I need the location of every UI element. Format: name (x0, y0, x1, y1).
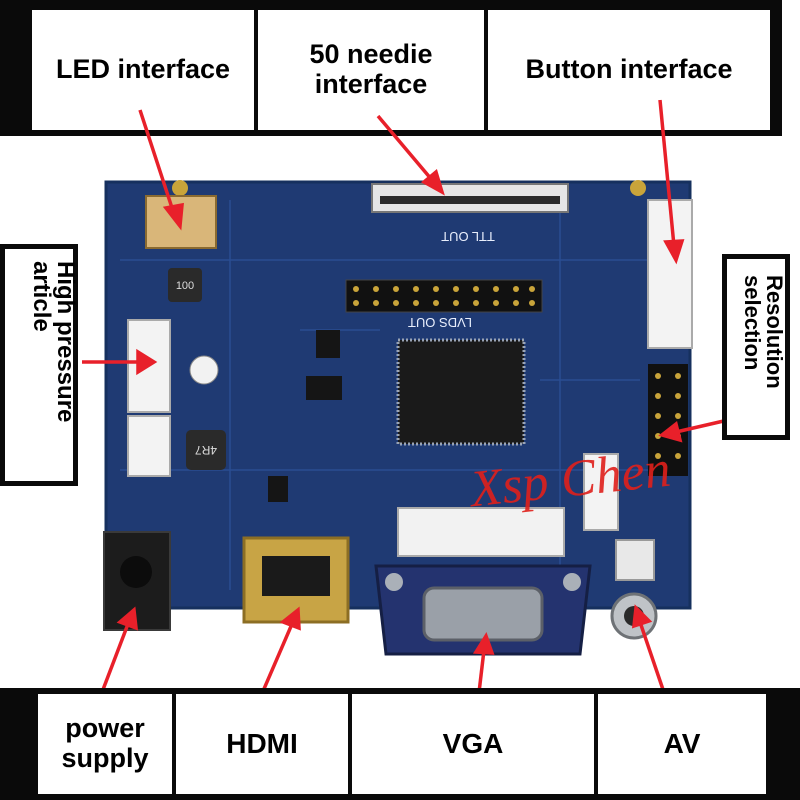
needle-interface-label: 50 needie interface (258, 10, 484, 130)
keypad-connector (583, 453, 619, 531)
capacitor (189, 355, 219, 385)
lvds-pin-header (345, 279, 543, 313)
arrow-led (138, 109, 176, 215)
needle-interface-line1: 50 needie (309, 39, 433, 70)
power-supply-line2: supply (61, 743, 149, 773)
power-supply-line1: power (65, 713, 145, 744)
inductor-4r7 (186, 430, 226, 470)
high-pressure-line1: High pressure (52, 261, 79, 423)
resolution-label: Resolution selection (722, 254, 790, 440)
mount-hole (172, 180, 188, 196)
arrow-needle (376, 114, 434, 182)
resolution-line1: Resolution (762, 275, 787, 389)
hdmi-text: HDMI (226, 727, 298, 759)
vga-port-housing (397, 507, 565, 557)
av-label: AV (598, 694, 766, 794)
vga-text: VGA (442, 727, 504, 759)
resolution-line2: selection (740, 275, 765, 371)
vga-label: VGA (352, 694, 594, 794)
lvds-out-silkscreen: LVDS OUT (408, 315, 472, 330)
arrow-button (658, 99, 676, 247)
inductor-100 (168, 268, 202, 302)
arrow-resolution (675, 418, 729, 434)
mount-hole (630, 180, 646, 196)
button-interface-text: Button interface (525, 54, 733, 85)
av-jack-body (615, 539, 655, 581)
power-supply-label: power supply (38, 694, 172, 794)
backlight-connector-lower (127, 415, 171, 477)
callout-arrows (82, 99, 729, 719)
resolution-jumper-header (648, 364, 688, 476)
small-chip (268, 476, 288, 502)
high-pressure-line2: article (28, 261, 55, 332)
main-controller-chip (396, 338, 526, 446)
needle-interface-line2: interface (314, 69, 428, 99)
small-chip (306, 376, 342, 400)
lvds-pins (353, 286, 535, 306)
inductor-100-label: 100 (176, 280, 194, 292)
button-interface-label: Button interface (488, 10, 770, 130)
hdmi-label: HDMI (176, 694, 348, 794)
high-pressure-label: High pressure article (0, 244, 79, 486)
inductor-4r7-label: 4R7 (195, 443, 217, 457)
led-interface-label: LED interface (32, 10, 254, 130)
ttl-out-silkscreen: TTL OUT (441, 229, 495, 244)
led-interface-text: LED interface (55, 54, 231, 85)
av-text: AV (663, 727, 701, 759)
small-chip (316, 330, 340, 358)
button-connector (647, 199, 693, 349)
